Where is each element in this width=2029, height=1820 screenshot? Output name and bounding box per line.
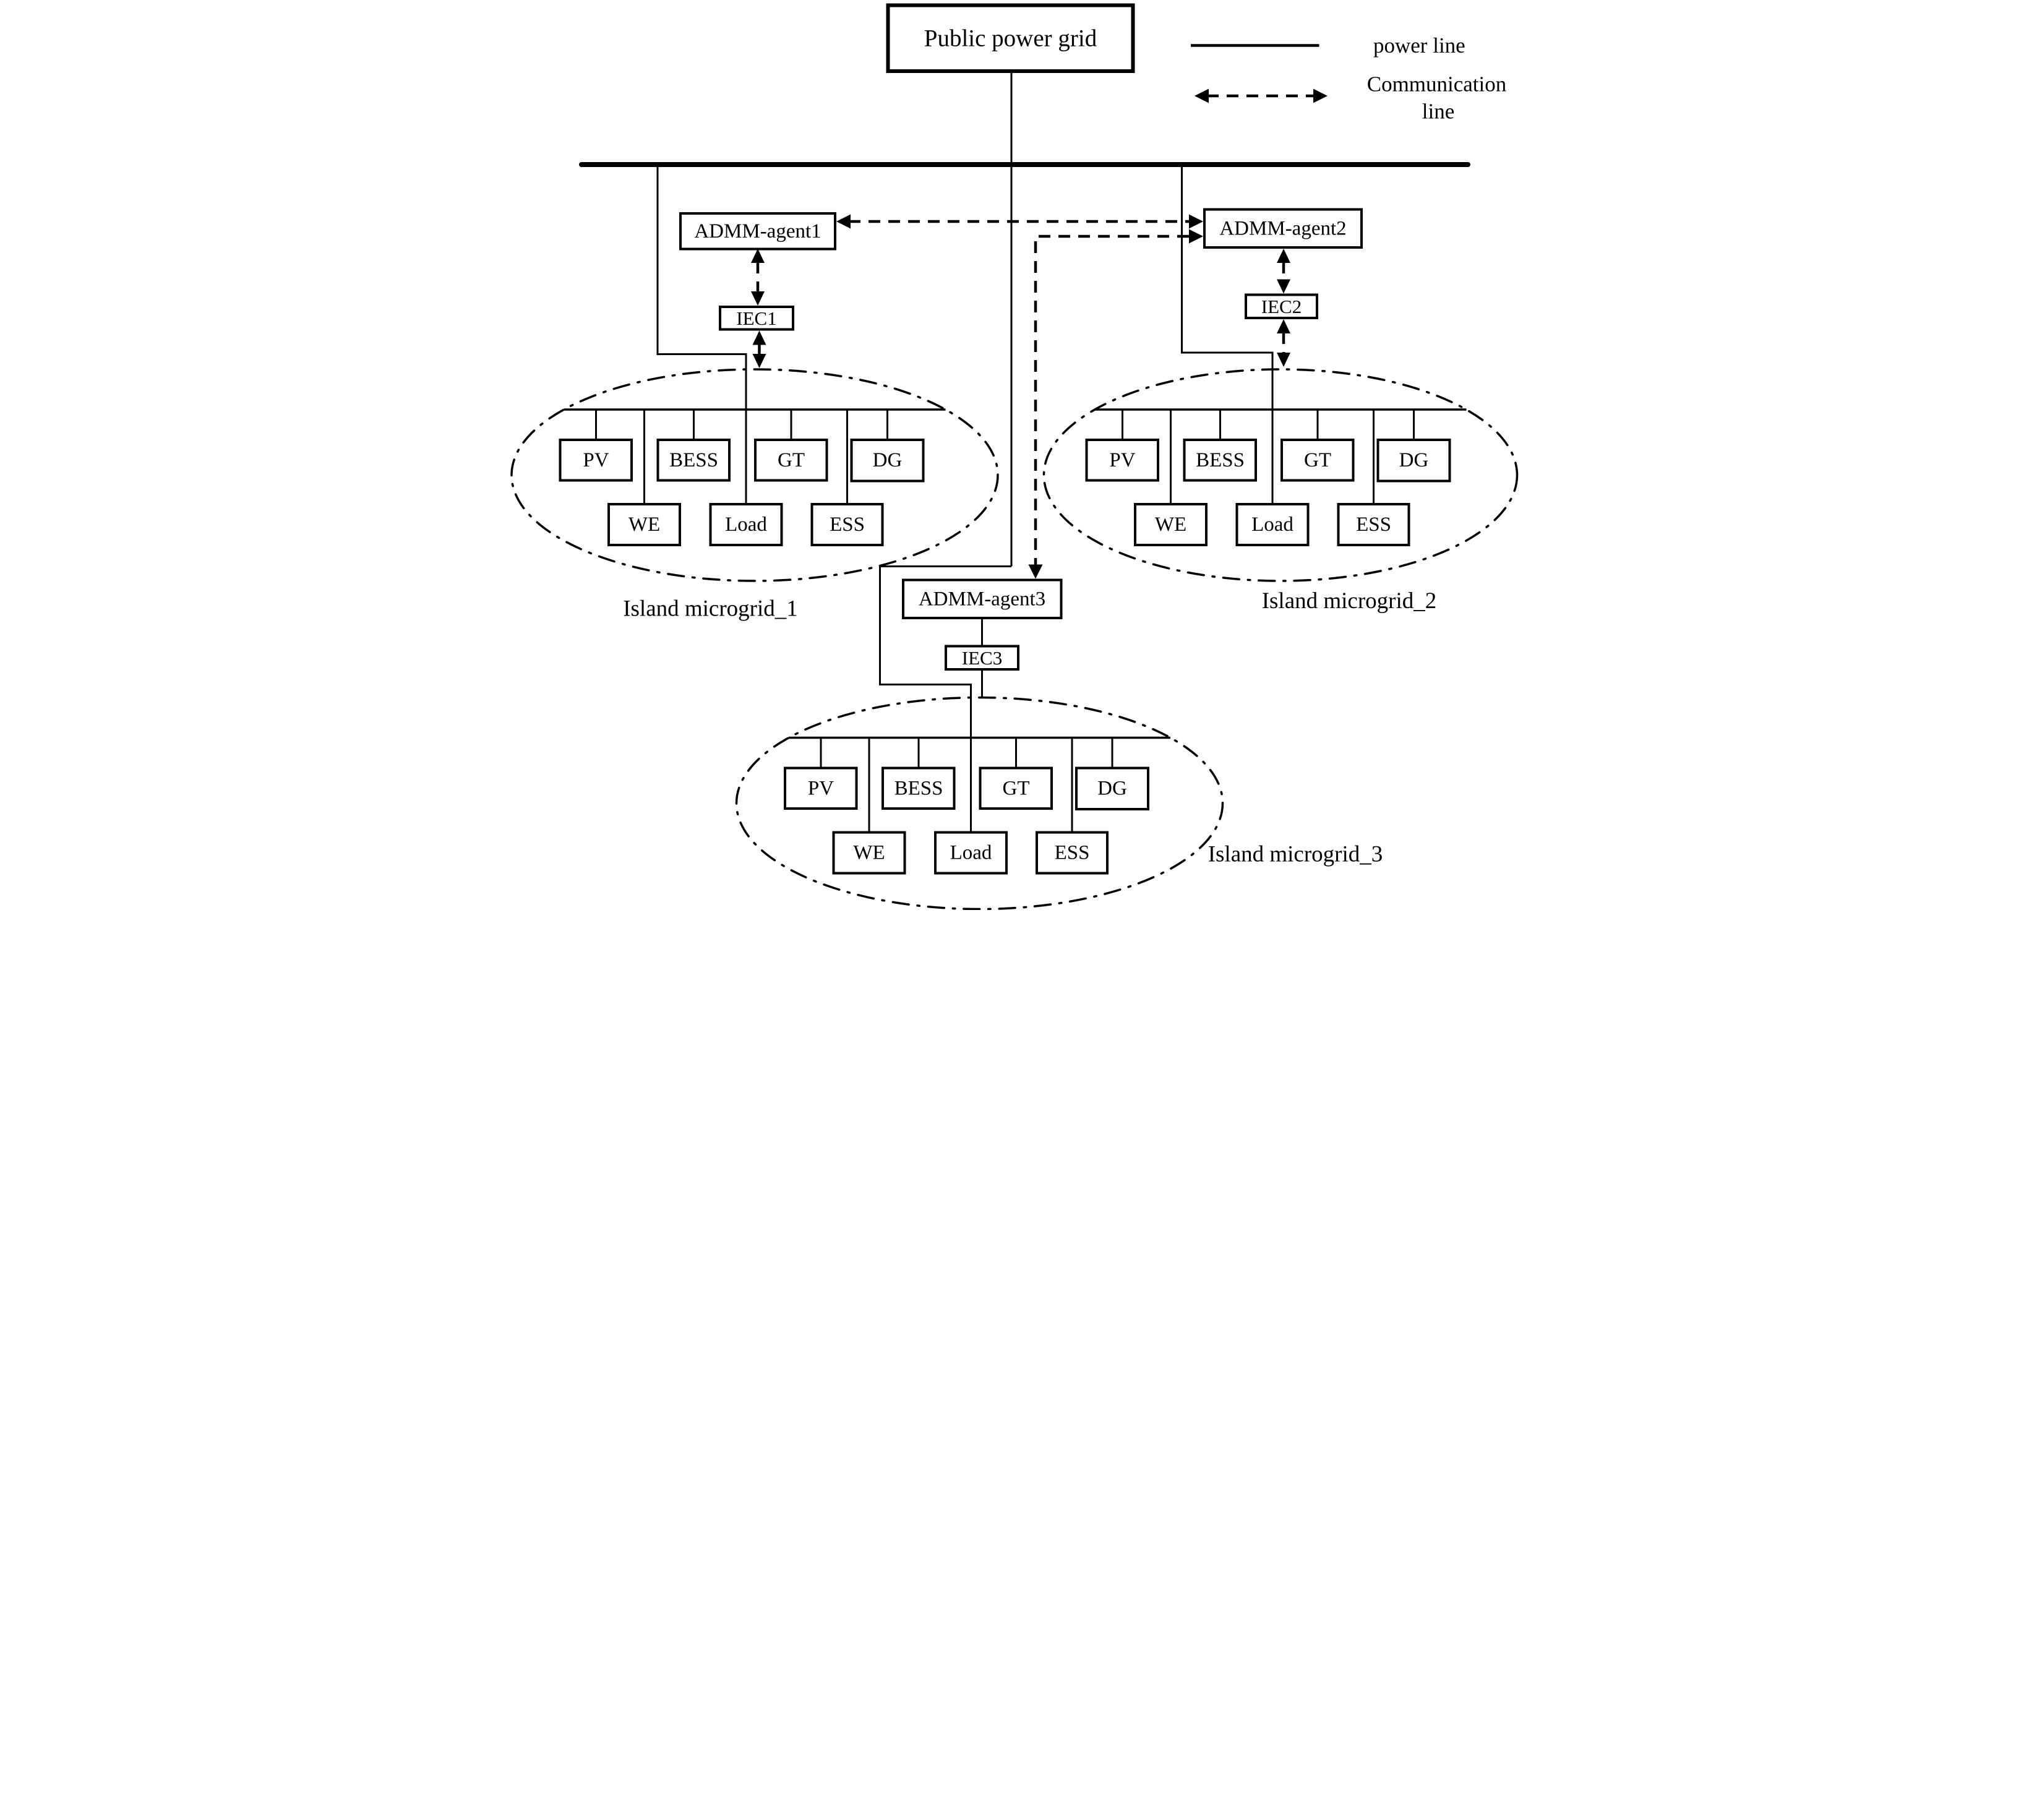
iec1-box [719,306,794,331]
mg1-load-box [709,503,783,546]
public-power-grid-box [886,3,1135,73]
mg1-pv-box [559,439,633,482]
mg3-we-box [832,831,906,875]
mg2-dg-label: DG [1399,449,1429,471]
mg2-dg-box [1376,439,1451,483]
iec2-box [1245,293,1318,319]
bus-to-microgrid2-power-line [1181,165,1274,504]
comm-arrow-agent1-iec1-down-icon [751,291,765,306]
mg1-gt-label: GT [778,449,805,471]
mg2-pv-box [1085,439,1159,482]
mg3-load-box [934,831,1008,875]
admm-agent2-box [1203,208,1363,249]
iec2-label: IEC2 [1261,296,1302,317]
microgrid-2: PV BESS GT DG WE Load ESS Island microgr… [1042,368,1519,614]
communication-links [751,214,1290,698]
mg3-we-label: WE [853,842,885,864]
mg3-dg-box [1075,766,1149,810]
microgrid-1: PV BESS GT DG WE Load ESS Island microgr… [510,368,999,622]
mg2-we-label: WE [1155,513,1186,536]
comm-arrow-agent2-iec2-up-icon [1277,249,1290,263]
mg1-bess-box [656,439,731,482]
legend-arrow-left-icon [1195,88,1209,103]
mg2-ess-label: ESS [1356,513,1391,536]
mg2-pv-label: PV [1109,449,1135,471]
comm-arrow-agent2-iec2-down-icon [1277,279,1290,294]
microgrid-2-caption: Island microgrid_2 [1262,588,1437,614]
mg3-gt-label: GT [1003,778,1030,800]
admm-agent1-box [679,212,836,251]
mg3-pv-label: PV [808,778,834,800]
bus-to-microgrid1-power-line [656,165,747,504]
mg1-bess-label: BESS [669,449,718,471]
comm-arrow-iec2-mg2-up-icon [1277,319,1290,333]
microgrid-3-caption: Island microgrid_3 [1208,842,1383,867]
microgrid-1-boundary [510,368,999,582]
comm-agent3-agent2 [1034,234,1189,566]
legend-power-line-label: power line [1373,33,1465,58]
mg1-dg-label: DG [873,449,903,471]
comm-arrow-into-agent1-icon [836,214,851,229]
admm-agent3-box [902,578,1063,619]
mg2-gt-label: GT [1304,449,1331,471]
mg1-gt-box [754,439,828,482]
legend-arrow-right-icon [1313,88,1328,103]
comm-arrow-into-agent3-icon [1028,564,1043,579]
mg2-bess-label: BESS [1196,449,1245,471]
legend-communication-label-line1: Communication [1367,72,1507,97]
mg2-load-box [1235,503,1310,546]
mg3-bess-box [882,766,956,810]
public-power-grid-label: Public power grid [924,25,1097,52]
mg1-ess-box [810,503,884,546]
legend-communication-label-line2: line [1422,100,1454,124]
comm-arrow-agent1-iec1-up-icon [751,249,765,263]
mg3-gt-box [979,766,1053,810]
microgrid3-power-feeder [879,565,1011,833]
mg2-we-box [1134,503,1208,546]
mg1-pv-label: PV [583,449,609,471]
microgrid-3: PV BESS GT DG WE Load ESS Island microgr… [735,696,1383,910]
diagram-stage: Public power grid power line Communicati… [507,0,1522,910]
mg3-pv-box [784,766,858,810]
legend: power line Communication line [1191,33,1506,124]
mg1-ess-label: ESS [830,513,865,536]
mg2-ess-box [1337,503,1410,546]
mg2-gt-box [1280,439,1355,482]
comm-arrow-iec1-mg1-up-icon [752,330,766,345]
mg1-we-box [607,503,681,546]
microgrid-2-boundary [1042,368,1519,582]
comm-arrow-iec2-mg2-down-icon [1277,353,1290,367]
mg3-ess-box [1036,831,1109,875]
admm-agent2-label: ADMM-agent2 [1219,218,1346,240]
microgrid-3-boundary [735,696,1224,910]
admm-agent3-label: ADMM-agent3 [919,588,1045,611]
mg1-dg-box [850,439,925,483]
mg3-bess-label: BESS [894,778,943,800]
mg2-load-label: Load [1251,513,1293,536]
iec3-label: IEC3 [962,647,1002,669]
mg2-bess-box [1183,439,1257,482]
mg3-dg-label: DG [1097,778,1127,800]
mg3-load-label: Load [950,842,992,864]
mg1-we-label: WE [628,513,660,536]
comm-arrow-into-agent2-upper-icon [1189,214,1203,229]
admm-agent1-label: ADMM-agent1 [694,220,821,243]
microgrid-architecture-diagram: Public power grid power line Communicati… [510,3,1519,910]
comm-arrow-into-agent2-lower-icon [1189,229,1203,244]
microgrid-1-caption: Island microgrid_1 [623,596,798,622]
mg1-load-label: Load [725,513,767,536]
iec1-label: IEC1 [736,307,776,329]
comm-arrow-iec1-mg1-down-icon [752,354,766,368]
mg3-ess-label: ESS [1055,842,1090,864]
